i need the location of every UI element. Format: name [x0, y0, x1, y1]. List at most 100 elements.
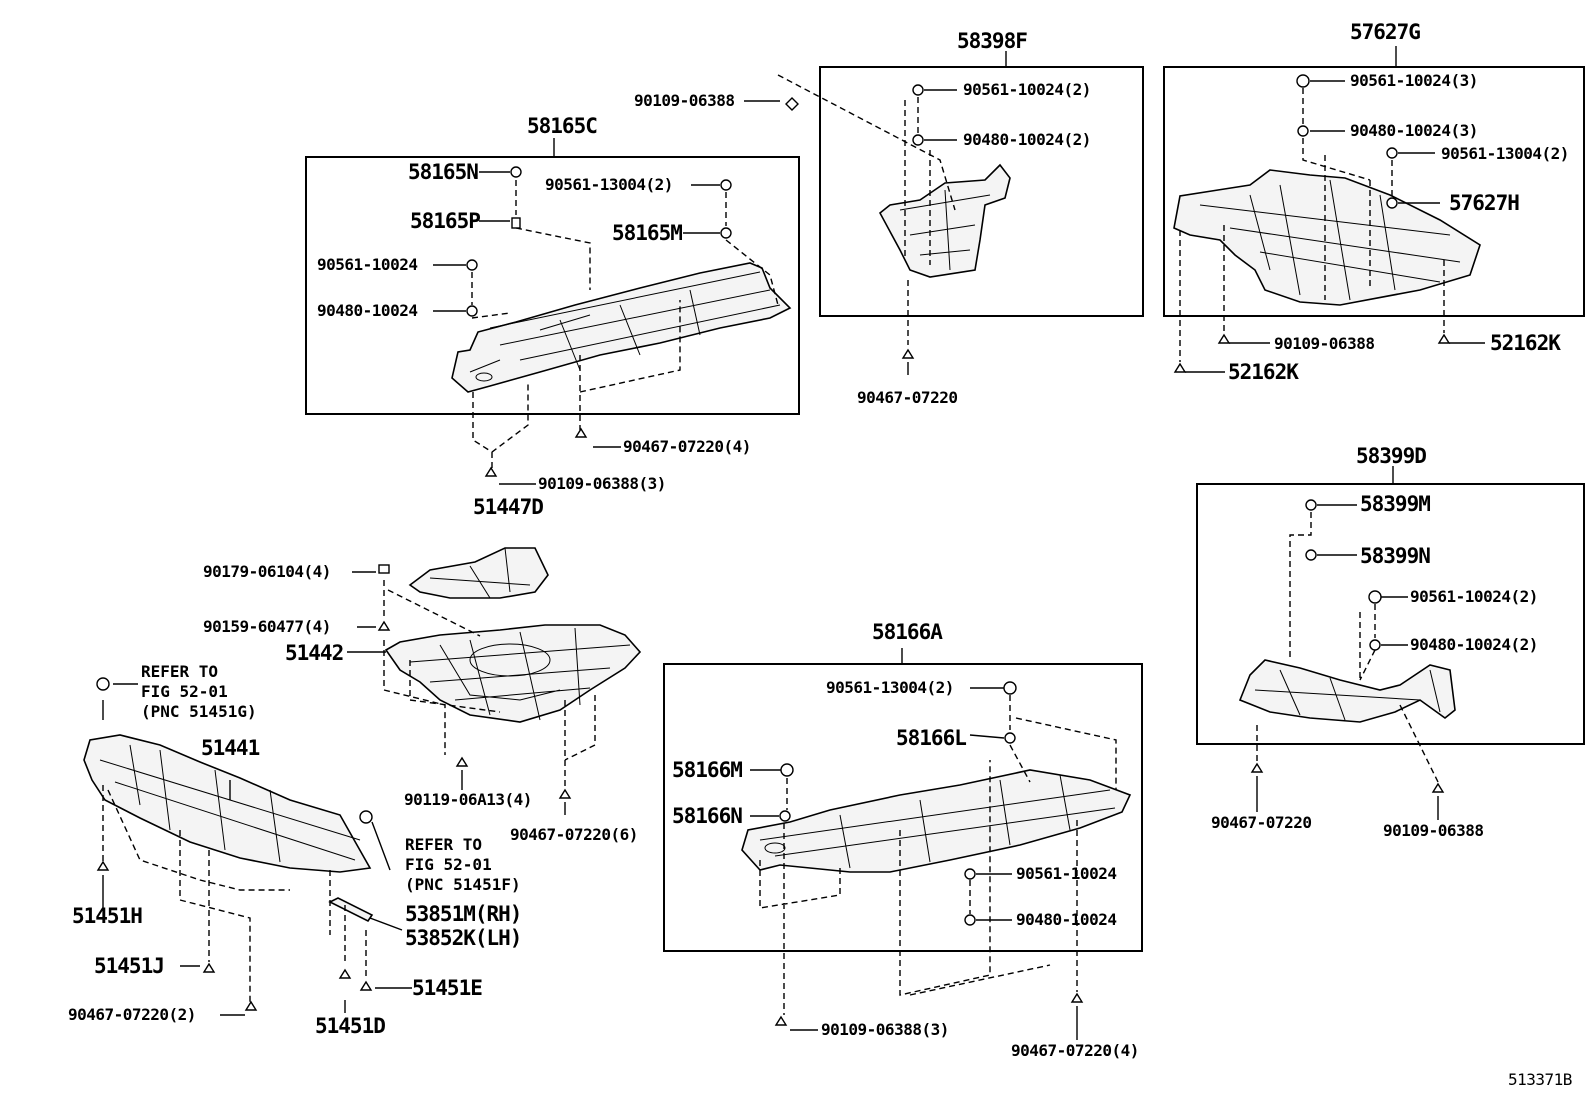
clip-90480-10024-f	[964, 914, 976, 926]
label-refer-51451f: REFER TO FIG 52-01 (PNC 51451F)	[405, 835, 521, 894]
group-58399d	[1196, 466, 1585, 820]
clip-58166l	[1004, 732, 1016, 744]
label-90561-10024-g: 90561-10024(2)	[1410, 587, 1538, 606]
clip-90480-10024-g	[1369, 639, 1381, 651]
label-90119-06a13: 90119-06A13(4)	[404, 790, 532, 809]
engine-cover-57627	[1173, 169, 1481, 306]
clip-90480-10024-c	[1297, 125, 1309, 137]
label-51451e: 51451E	[412, 976, 483, 1000]
group-51442	[347, 547, 642, 815]
label-58165m: 58165M	[612, 221, 683, 245]
box-58398f	[819, 66, 1144, 317]
label-90561-10024-c: 90561-10024(3)	[1350, 71, 1478, 90]
label-90467-07220-g: 90467-07220	[1211, 813, 1312, 832]
bolt-90467-b	[901, 348, 915, 359]
bolt-90109-g	[1431, 782, 1445, 793]
label-58166a: 58166A	[872, 620, 943, 644]
label-51451h: 51451H	[72, 904, 143, 928]
label-58399m: 58399M	[1360, 492, 1431, 516]
label-58166n: 58166N	[672, 804, 743, 828]
label-52162k-b: 52162K	[1228, 360, 1299, 384]
label-90561-10024-b: 90561-10024(2)	[963, 80, 1091, 99]
clip-90561-10024-b	[912, 84, 924, 96]
label-90480-10024-b: 90480-10024(2)	[963, 130, 1091, 149]
clip-90480-10024-a	[466, 305, 478, 317]
box-58165c	[305, 156, 800, 415]
bolt-90109-f	[774, 1015, 788, 1026]
clip-58165p	[511, 217, 521, 229]
label-90480-10024-f: 90480-10024	[1016, 910, 1117, 929]
label-90480-10024-g: 90480-10024(2)	[1410, 635, 1538, 654]
bolt-90467-a	[574, 427, 588, 438]
bolt-51451h	[96, 860, 110, 871]
label-90480-10024-a: 90480-10024	[317, 301, 418, 320]
diagram-id: 513371B	[1508, 1070, 1572, 1089]
label-58166m: 58166M	[672, 758, 743, 782]
clip-90561-10024-c	[1296, 74, 1310, 88]
clip-90561-10024-f	[964, 868, 976, 880]
clip-ref-g	[96, 677, 110, 691]
label-90109-06388-b: 90109-06388	[634, 91, 735, 110]
label-90467-07220-e: 90467-07220(2)	[68, 1005, 196, 1024]
clip-58165n	[510, 166, 522, 178]
label-refer-51451g: REFER TO FIG 52-01 (PNC 51451G)	[141, 662, 257, 721]
clip-90179	[378, 564, 390, 574]
clip-57627h	[1386, 197, 1398, 209]
bolt-90467-g	[1250, 762, 1264, 773]
label-51442: 51442	[285, 641, 344, 665]
clip-58399n	[1305, 549, 1317, 561]
label-90467-07220-a: 90467-07220(4)	[623, 437, 751, 456]
clip-58165m	[720, 227, 732, 239]
label-90480-10024-c: 90480-10024(3)	[1350, 121, 1478, 140]
label-90159-60477: 90159-60477(4)	[203, 617, 331, 636]
bolt-51451e	[359, 980, 373, 991]
label-51451d: 51451D	[315, 1014, 386, 1038]
bolt-90159	[377, 620, 391, 631]
clip-90561-13004	[720, 179, 732, 191]
label-58166l: 58166L	[896, 726, 967, 750]
clip-90561-10024-a	[466, 259, 478, 271]
label-51441: 51441	[201, 736, 260, 760]
label-90467-07220-b: 90467-07220	[857, 388, 958, 407]
label-58398f: 58398F	[957, 29, 1028, 53]
group-51441	[83, 677, 412, 1016]
clip-90561-13004-f	[1003, 681, 1017, 695]
label-90109-06388-c: 90109-06388	[1274, 334, 1375, 353]
label-58165c: 58165C	[527, 114, 598, 138]
label-90561-13004-a: 90561-13004(2)	[545, 175, 673, 194]
bolt-52162k-b	[1173, 362, 1187, 373]
label-57627h: 57627H	[1449, 191, 1520, 215]
bolt-90109-c	[1217, 333, 1231, 344]
clip-58166n	[779, 810, 791, 822]
label-90109-06388-g: 90109-06388	[1383, 821, 1484, 840]
clip-58399m	[1305, 499, 1317, 511]
bolt-90119	[455, 756, 469, 767]
label-58165n: 58165N	[408, 160, 479, 184]
cover-51441	[83, 734, 372, 873]
under-cover-58166	[741, 769, 1132, 873]
shield-51442	[384, 624, 642, 723]
label-51447d: 51447D	[473, 495, 544, 519]
group-58165c	[305, 138, 800, 485]
label-53851m: 53851M(RH)	[405, 902, 522, 926]
bolt-51451j	[202, 962, 216, 973]
label-58399n: 58399N	[1360, 544, 1431, 568]
bracket-53851m	[328, 897, 374, 923]
label-90109-06388-f: 90109-06388(3)	[821, 1020, 949, 1039]
clip-90480-10024-b	[912, 134, 924, 146]
label-52162k-a: 52162K	[1490, 331, 1561, 355]
cover-51447	[408, 547, 549, 599]
label-57627g: 57627G	[1350, 20, 1421, 44]
clip-90561-13004-c	[1386, 147, 1398, 159]
bolt-90109-a	[484, 466, 498, 477]
clip-90561-10024-g	[1368, 590, 1382, 604]
label-90561-10024-f: 90561-10024	[1016, 864, 1117, 883]
side-cover-58398	[878, 163, 1011, 278]
label-90561-13004-c: 90561-13004(2)	[1441, 144, 1569, 163]
label-58165p: 58165P	[410, 209, 481, 233]
box-58166a	[663, 663, 1143, 952]
label-58399d: 58399D	[1356, 444, 1427, 468]
label-90109-06388-a: 90109-06388(3)	[538, 474, 666, 493]
label-90179-06104: 90179-06104(4)	[203, 562, 331, 581]
